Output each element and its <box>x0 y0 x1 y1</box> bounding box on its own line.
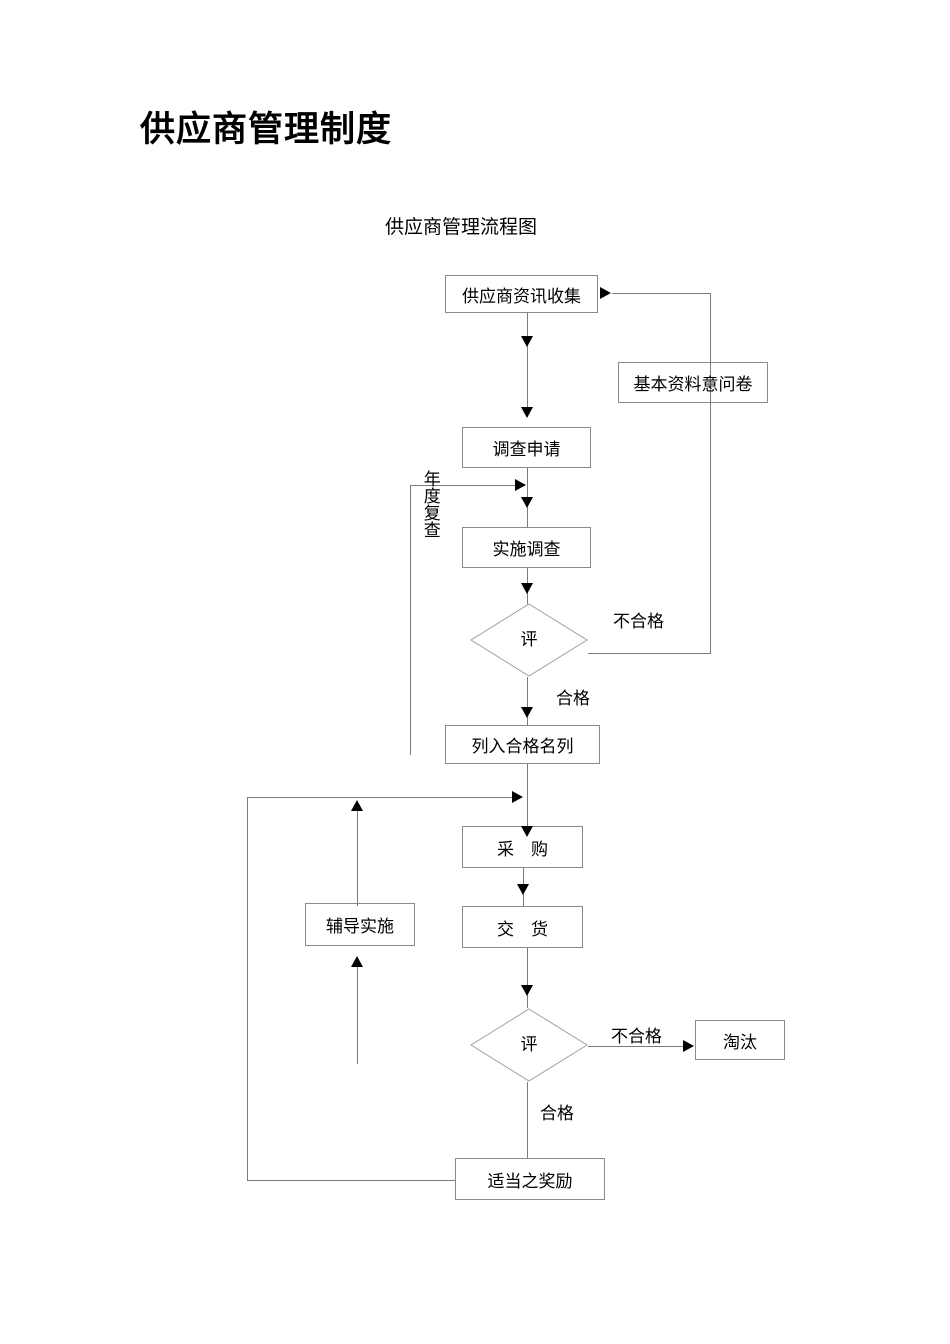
connector-pass2-to-n12 <box>527 1082 528 1158</box>
arrowhead-into-n7 <box>521 826 533 837</box>
node-label: 基本资料意问卷 <box>633 375 753 394</box>
flowchart-title: 供应商管理流程图 <box>385 217 538 238</box>
node-label: 调查申请 <box>492 440 561 459</box>
node-label: 交 货 <box>497 919 548 939</box>
diamond-shape-2 <box>470 1008 588 1082</box>
node-label: 采 购 <box>497 839 548 859</box>
node-label: 实施调查 <box>492 540 561 559</box>
connector-pass1-to-n6 <box>527 677 528 725</box>
node-label: 辅导实施 <box>326 917 394 936</box>
node-add-to-qualified-list[interactable]: 列入合格名列 <box>445 725 600 764</box>
connector-outer-loop-vertical <box>247 797 248 1180</box>
connector-reject2-horizontal <box>588 1046 688 1047</box>
arrowhead-coaching-up-top <box>351 800 363 811</box>
connector-n1-to-n3 <box>527 313 528 417</box>
arrowhead-outer-loop <box>512 791 523 803</box>
node-label: 适当之奖励 <box>487 1171 573 1191</box>
node-label: 供应商资讯收集 <box>462 286 581 306</box>
arrowhead-into-n3 <box>521 407 533 418</box>
arrowhead-into-diamond2 <box>521 985 533 996</box>
arrowhead-into-diamond1 <box>521 583 533 594</box>
node-basic-info-questionnaire[interactable]: 基本资料意问卷 <box>618 362 768 403</box>
node-conduct-survey[interactable]: 实施调查 <box>462 527 591 568</box>
node-label: 淘汰 <box>723 1032 757 1052</box>
page-title: 供应商管理制度 <box>140 110 393 149</box>
node-delivery[interactable]: 交 货 <box>462 906 583 948</box>
arrowhead-into-n6 <box>521 707 533 718</box>
connector-n6-down <box>527 764 528 797</box>
edge-label-annual-review: 年度复查 <box>420 470 440 538</box>
connector-into-n7-vertical <box>527 797 528 833</box>
connector-reject1-horizontal <box>588 653 711 654</box>
node-label: 评 <box>520 630 538 649</box>
arrowhead-into-n11 <box>683 1040 694 1052</box>
arrowhead-n1-down <box>521 336 533 347</box>
node-appropriate-reward[interactable]: 适当之奖励 <box>455 1158 605 1200</box>
connector-n9-to-n10 <box>527 948 528 1008</box>
arrowhead-into-n4 <box>521 497 533 508</box>
node-evaluation-1[interactable]: 评 <box>470 603 588 677</box>
node-label: 列入合格名列 <box>471 737 574 756</box>
connector-annual-review-vertical <box>410 485 411 755</box>
node-label: 评 <box>520 1035 538 1054</box>
connector-coaching-upper <box>357 806 358 906</box>
connector-annual-review-horizontal <box>410 485 525 486</box>
node-coaching-implementation[interactable]: 辅导实施 <box>305 903 415 946</box>
diamond-shape-1 <box>470 603 588 677</box>
connector-reject1-return <box>612 293 711 294</box>
node-evaluation-2[interactable]: 评 <box>470 1008 588 1082</box>
connector-coaching-lower <box>357 967 358 1064</box>
edge-label-pass-1: 合格 <box>556 689 590 708</box>
connector-outer-loop-bottom <box>247 1180 455 1181</box>
connector-reject1-vertical <box>710 293 711 653</box>
arrowhead-into-n1 <box>600 287 611 299</box>
edge-label-reject-2: 不合格 <box>611 1027 662 1046</box>
arrowhead-into-n9 <box>517 884 529 895</box>
arrowhead-annual-review <box>515 479 526 491</box>
node-supplier-info-collection[interactable]: 供应商资讯收集 <box>445 275 598 313</box>
connector-outer-loop-top <box>247 797 518 798</box>
node-eliminate[interactable]: 淘汰 <box>695 1020 785 1060</box>
edge-label-reject-1: 不合格 <box>613 612 664 631</box>
node-survey-application[interactable]: 调查申请 <box>462 427 591 468</box>
arrowhead-into-coaching <box>351 956 363 967</box>
edge-label-pass-2: 合格 <box>540 1104 574 1123</box>
